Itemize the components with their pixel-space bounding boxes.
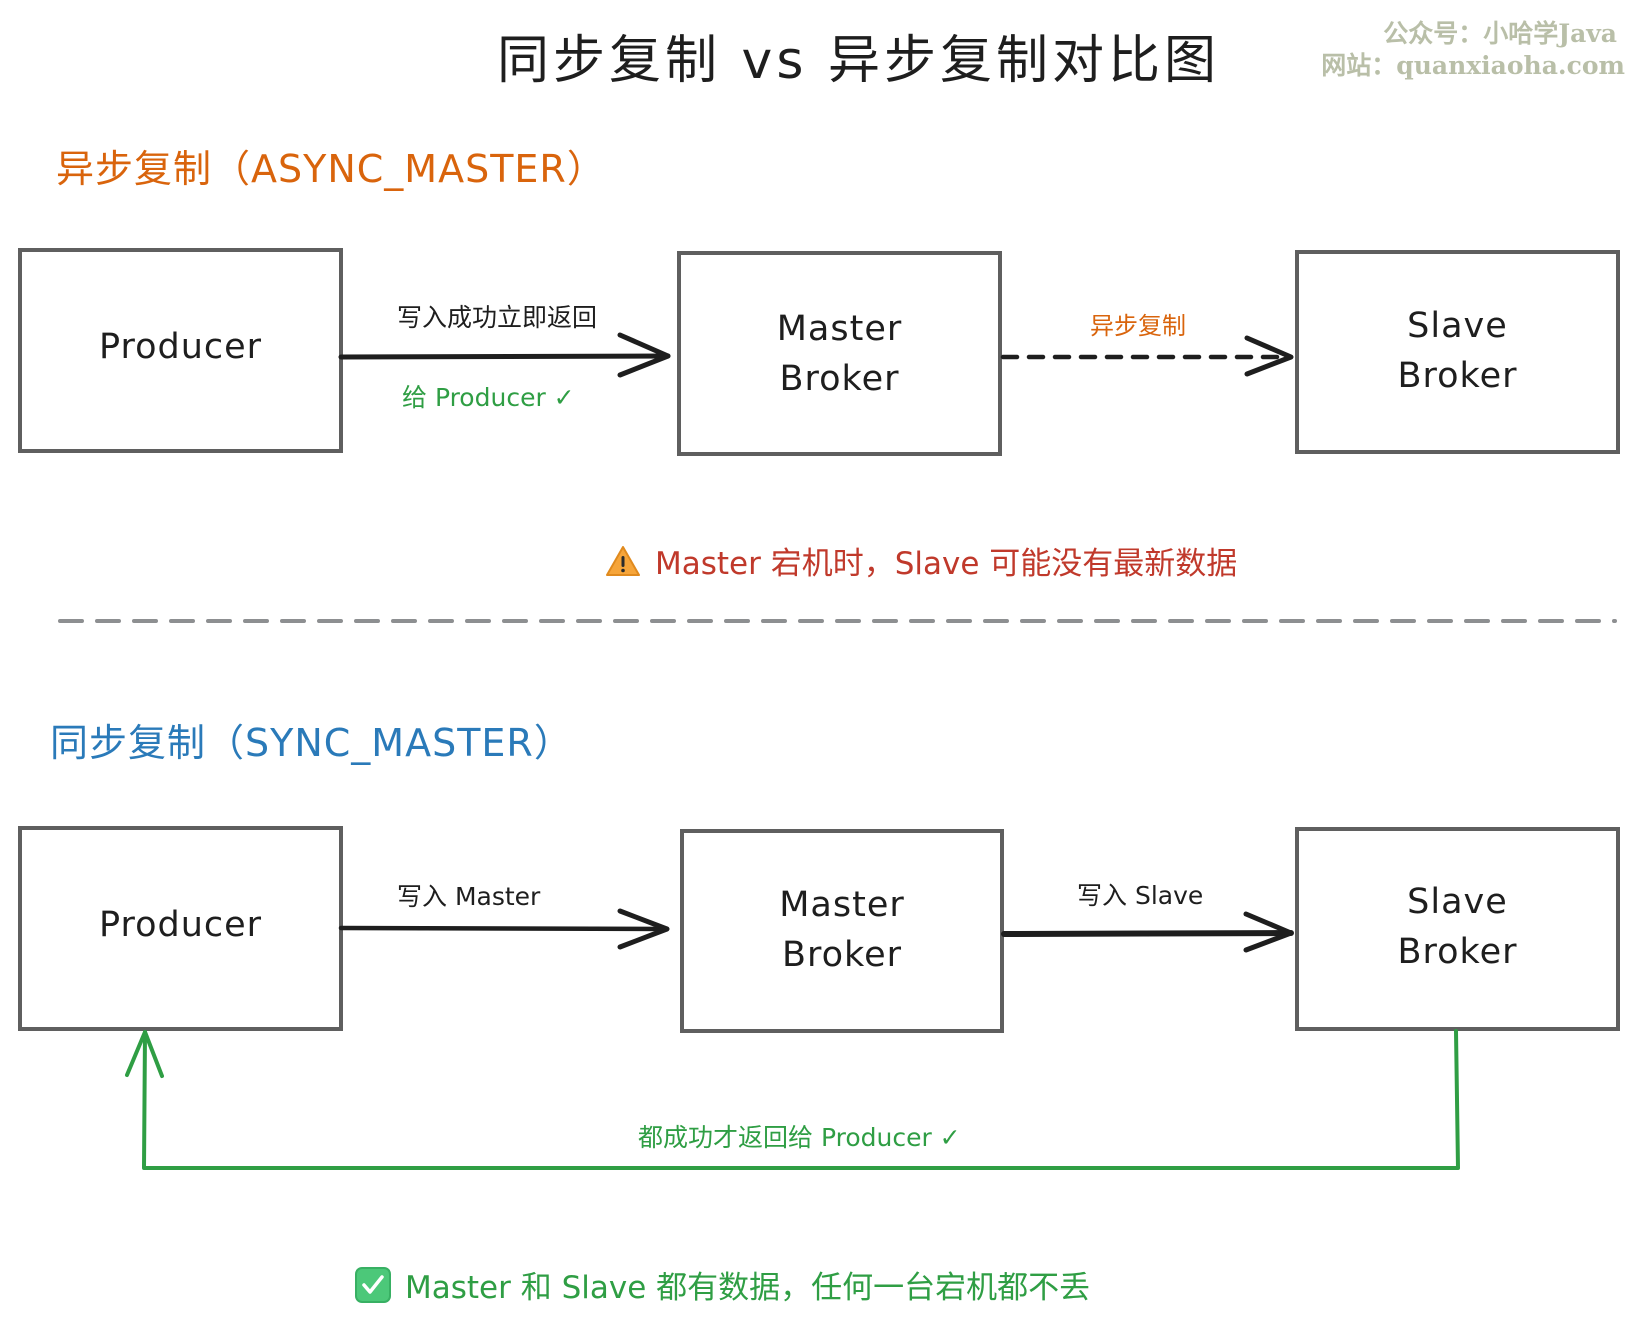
sync-slave-box[interactable] bbox=[1295, 827, 1620, 1031]
async-slave-box[interactable] bbox=[1295, 250, 1620, 454]
sync-producer-label-line: Producer bbox=[98, 905, 263, 945]
sync-master-to-slave-label: 写入 Slave bbox=[1077, 881, 1204, 910]
async-producer-label: Producer bbox=[20, 322, 341, 372]
async-producer-to-master-label-bottom: 给 Producer ✓ bbox=[402, 383, 575, 412]
sync-master-label: Master Broker bbox=[682, 880, 1002, 980]
check-box-icon bbox=[355, 1266, 391, 1303]
sync-success-text: Master 和 Slave 都有数据，任何一台宕机都不丢 bbox=[405, 1270, 1091, 1306]
sync-slave-to-producer-arrow bbox=[125, 1029, 1460, 1170]
warning-icon bbox=[605, 545, 641, 577]
sync-producer-to-master-arrow bbox=[338, 908, 670, 950]
async-warning-note: Master 宕机时，Slave 可能没有最新数据 bbox=[605, 538, 1237, 583]
watermark-line-1: 公众号：小哈学Java bbox=[1383, 19, 1617, 48]
async-master-label: Master Broker bbox=[679, 304, 1000, 404]
sync-master-label-line-1: Master bbox=[779, 885, 905, 925]
sync-success-note: Master 和 Slave 都有数据，任何一台宕机都不丢 bbox=[355, 1262, 1090, 1307]
async-slave-label-line-2: Broker bbox=[1397, 356, 1518, 396]
watermark-line-2: 网站：quanxiaoha.com bbox=[1321, 51, 1625, 80]
sync-producer-label: Producer bbox=[20, 900, 341, 950]
async-slave-label-line-1: Slave bbox=[1407, 306, 1508, 346]
async-producer-to-master-label-top: 写入成功立即返回 bbox=[397, 303, 598, 332]
async-master-box[interactable] bbox=[677, 251, 1002, 456]
async-warning-text: Master 宕机时，Slave 可能没有最新数据 bbox=[655, 546, 1238, 582]
async-master-label-line-2: Broker bbox=[779, 359, 900, 399]
async-slave-label: Slave Broker bbox=[1297, 301, 1618, 401]
sync-master-label-line-2: Broker bbox=[782, 935, 902, 975]
sync-slave-to-producer-label: 都成功才返回给 Producer ✓ bbox=[638, 1123, 961, 1152]
page-title: 同步复制 vs 异步复制对比图 bbox=[497, 31, 1220, 91]
sync-section-heading: 同步复制（SYNC_MASTER） bbox=[50, 721, 573, 765]
async-producer-to-master-arrow bbox=[338, 332, 671, 378]
sync-slave-label-line-1: Slave bbox=[1407, 882, 1508, 922]
sync-master-to-slave-arrow bbox=[1001, 911, 1294, 953]
sync-master-box[interactable] bbox=[680, 829, 1004, 1033]
async-master-to-slave-arrow bbox=[1000, 335, 1294, 377]
sync-slave-label: Slave Broker bbox=[1297, 877, 1618, 977]
async-master-label-line-1: Master bbox=[776, 309, 903, 349]
async-section-heading: 异步复制（ASYNC_MASTER） bbox=[56, 147, 606, 191]
sync-producer-to-master-label: 写入 Master bbox=[397, 882, 541, 911]
async-master-to-slave-label: 异步复制 bbox=[1090, 312, 1186, 340]
async-producer-box[interactable] bbox=[18, 248, 343, 453]
sync-producer-box[interactable] bbox=[18, 826, 343, 1031]
async-producer-label-line: Producer bbox=[98, 327, 263, 367]
sync-slave-label-line-2: Broker bbox=[1397, 932, 1518, 972]
